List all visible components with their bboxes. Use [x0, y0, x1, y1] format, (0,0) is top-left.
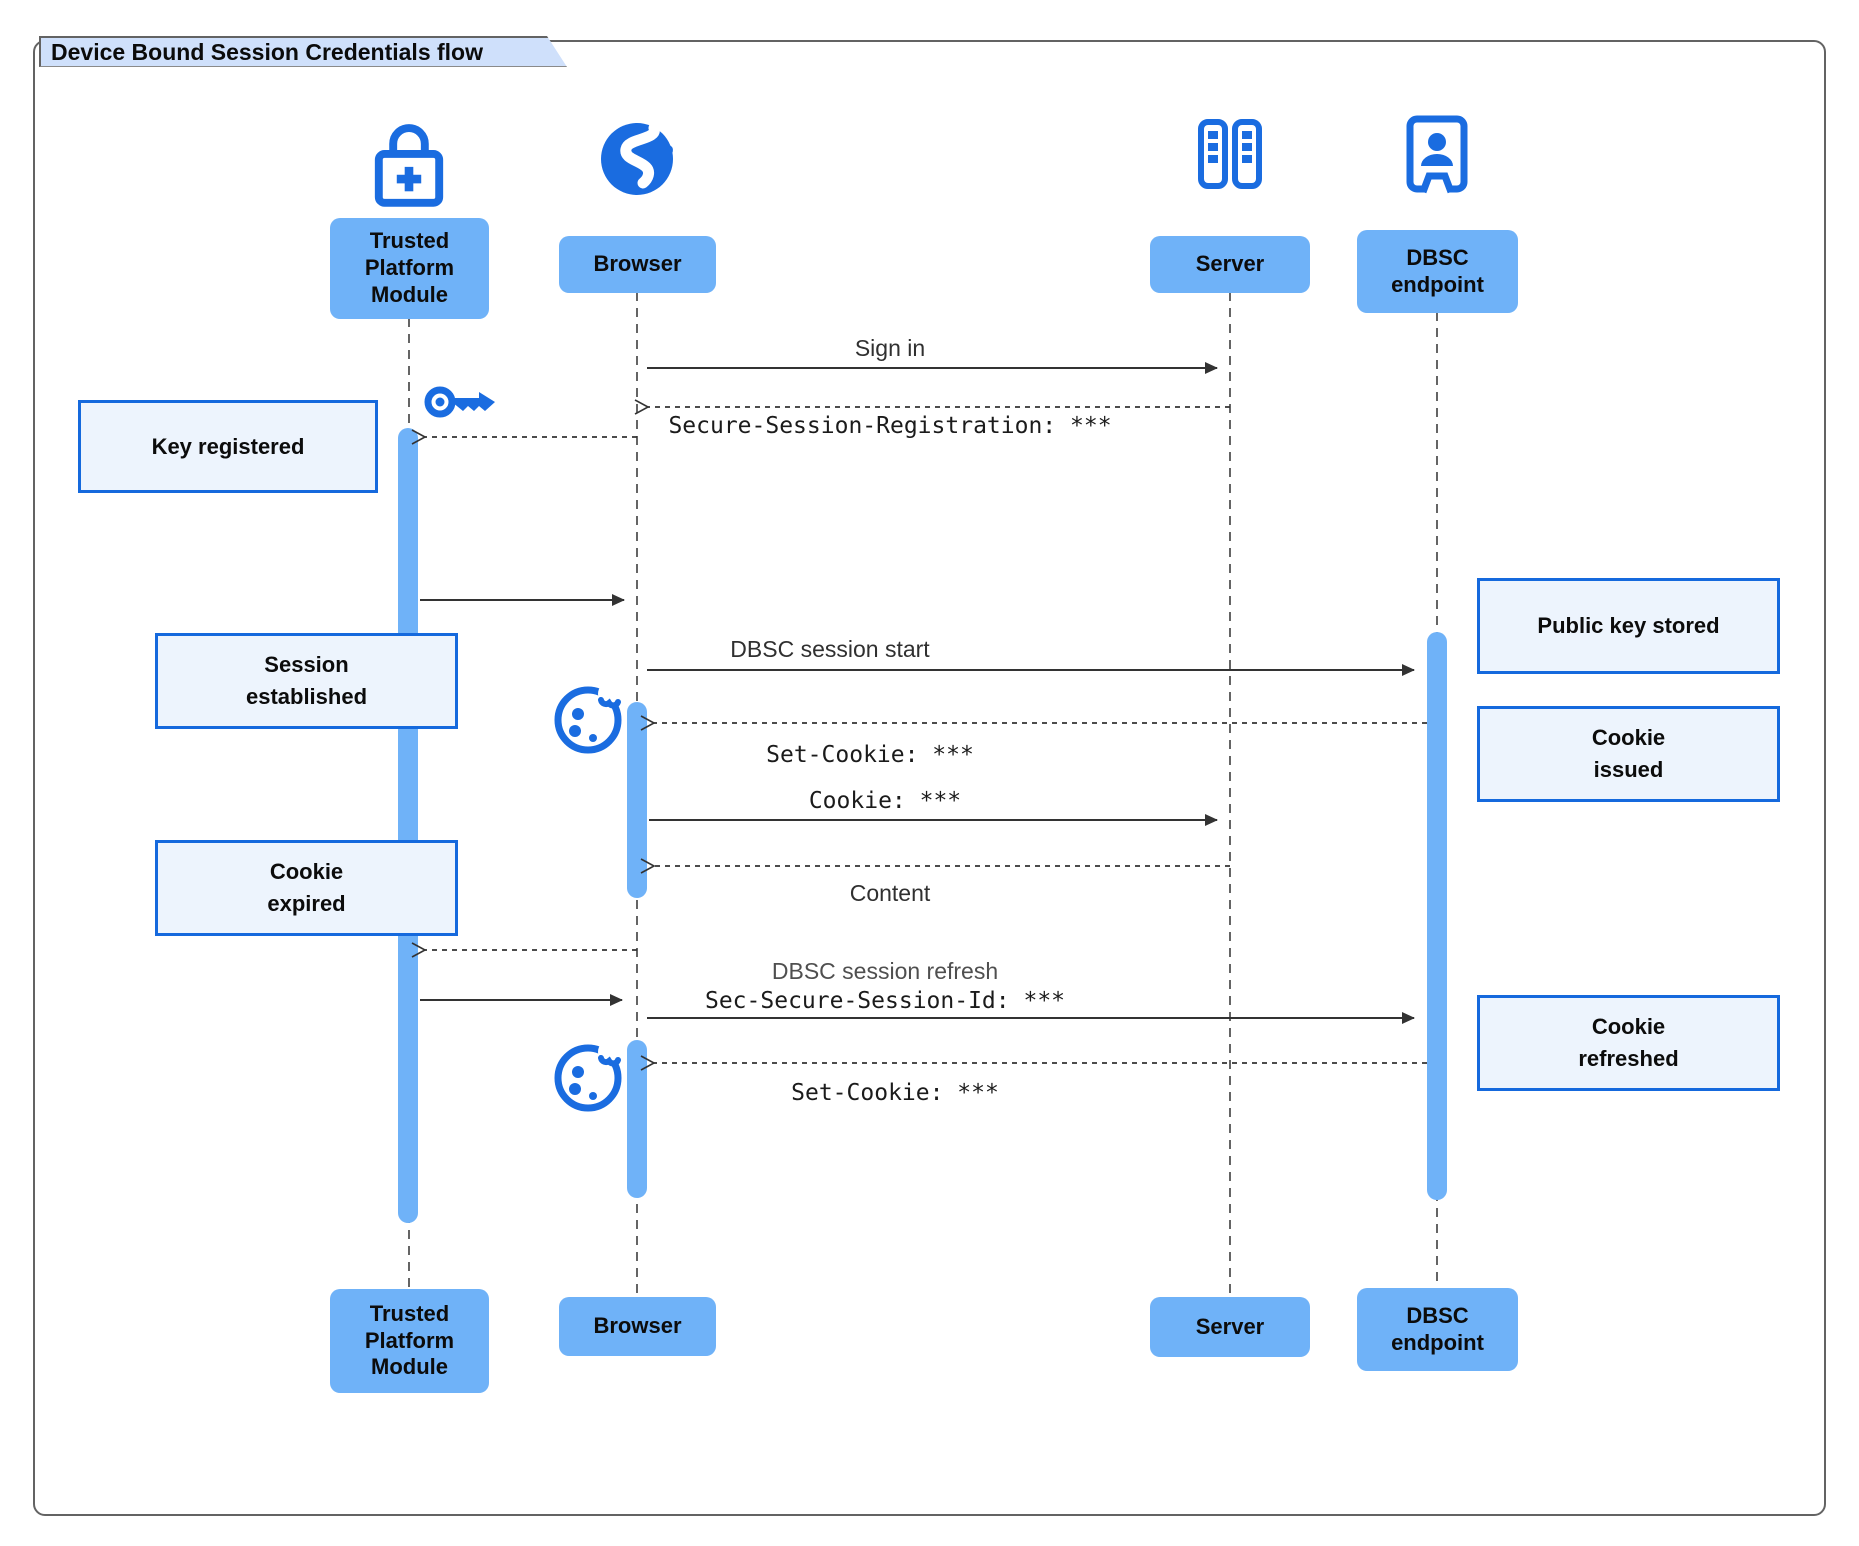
diagram-title-text: Device Bound Session Credentials flow	[51, 38, 483, 65]
message-content: Content	[849, 880, 931, 906]
activation-bar-browser-2	[627, 1040, 647, 1198]
participant-server-top: Server	[1150, 236, 1310, 293]
note-cookie-issued: Cookie issued	[1477, 706, 1780, 802]
server-icon	[1196, 118, 1264, 192]
diagram-title: Device Bound Session Credentials flow	[39, 36, 567, 67]
message-registration: Secure-Session-Registration: ***	[668, 413, 1112, 439]
note-cookie-expired: Cookie expired	[155, 840, 458, 936]
message-set-cookie-1: Set-Cookie: ***	[766, 742, 974, 768]
key-icon	[423, 376, 505, 428]
message-set-cookie-2: Set-Cookie: ***	[791, 1080, 999, 1106]
lock-plus-icon	[363, 116, 455, 212]
note-key-registered: Key registered	[78, 400, 378, 493]
note-cookie-refreshed: Cookie refreshed	[1477, 995, 1780, 1091]
message-sign-in: Sign in	[854, 335, 926, 361]
participant-server-bottom: Server	[1150, 1297, 1310, 1357]
participant-dbsc-top: DBSC endpoint	[1357, 230, 1518, 313]
globe-icon	[598, 120, 676, 198]
cookie-icon-1	[551, 678, 627, 758]
note-public-key-stored: Public key stored	[1477, 578, 1780, 674]
participant-browser-bottom: Browser	[559, 1297, 716, 1356]
activation-bar-dbsc	[1427, 632, 1447, 1200]
message-session-refresh: DBSC session refresh	[771, 958, 999, 984]
activation-bar-browser-1	[627, 702, 647, 898]
note-session-established: Session established	[155, 633, 458, 729]
participant-tpm-top: Trusted Platform Module	[330, 218, 489, 319]
activation-bar-tpm	[398, 428, 418, 1223]
message-session-id: Sec-Secure-Session-Id: ***	[704, 988, 1066, 1014]
cookie-icon-2	[551, 1036, 627, 1116]
participant-tpm-bottom: Trusted Platform Module	[330, 1289, 489, 1393]
door-person-icon	[1402, 114, 1472, 194]
participant-browser-top: Browser	[559, 236, 716, 293]
participant-dbsc-bottom: DBSC endpoint	[1357, 1288, 1518, 1371]
message-session-start: DBSC session start	[730, 636, 930, 662]
message-cookie: Cookie: ***	[808, 788, 962, 814]
